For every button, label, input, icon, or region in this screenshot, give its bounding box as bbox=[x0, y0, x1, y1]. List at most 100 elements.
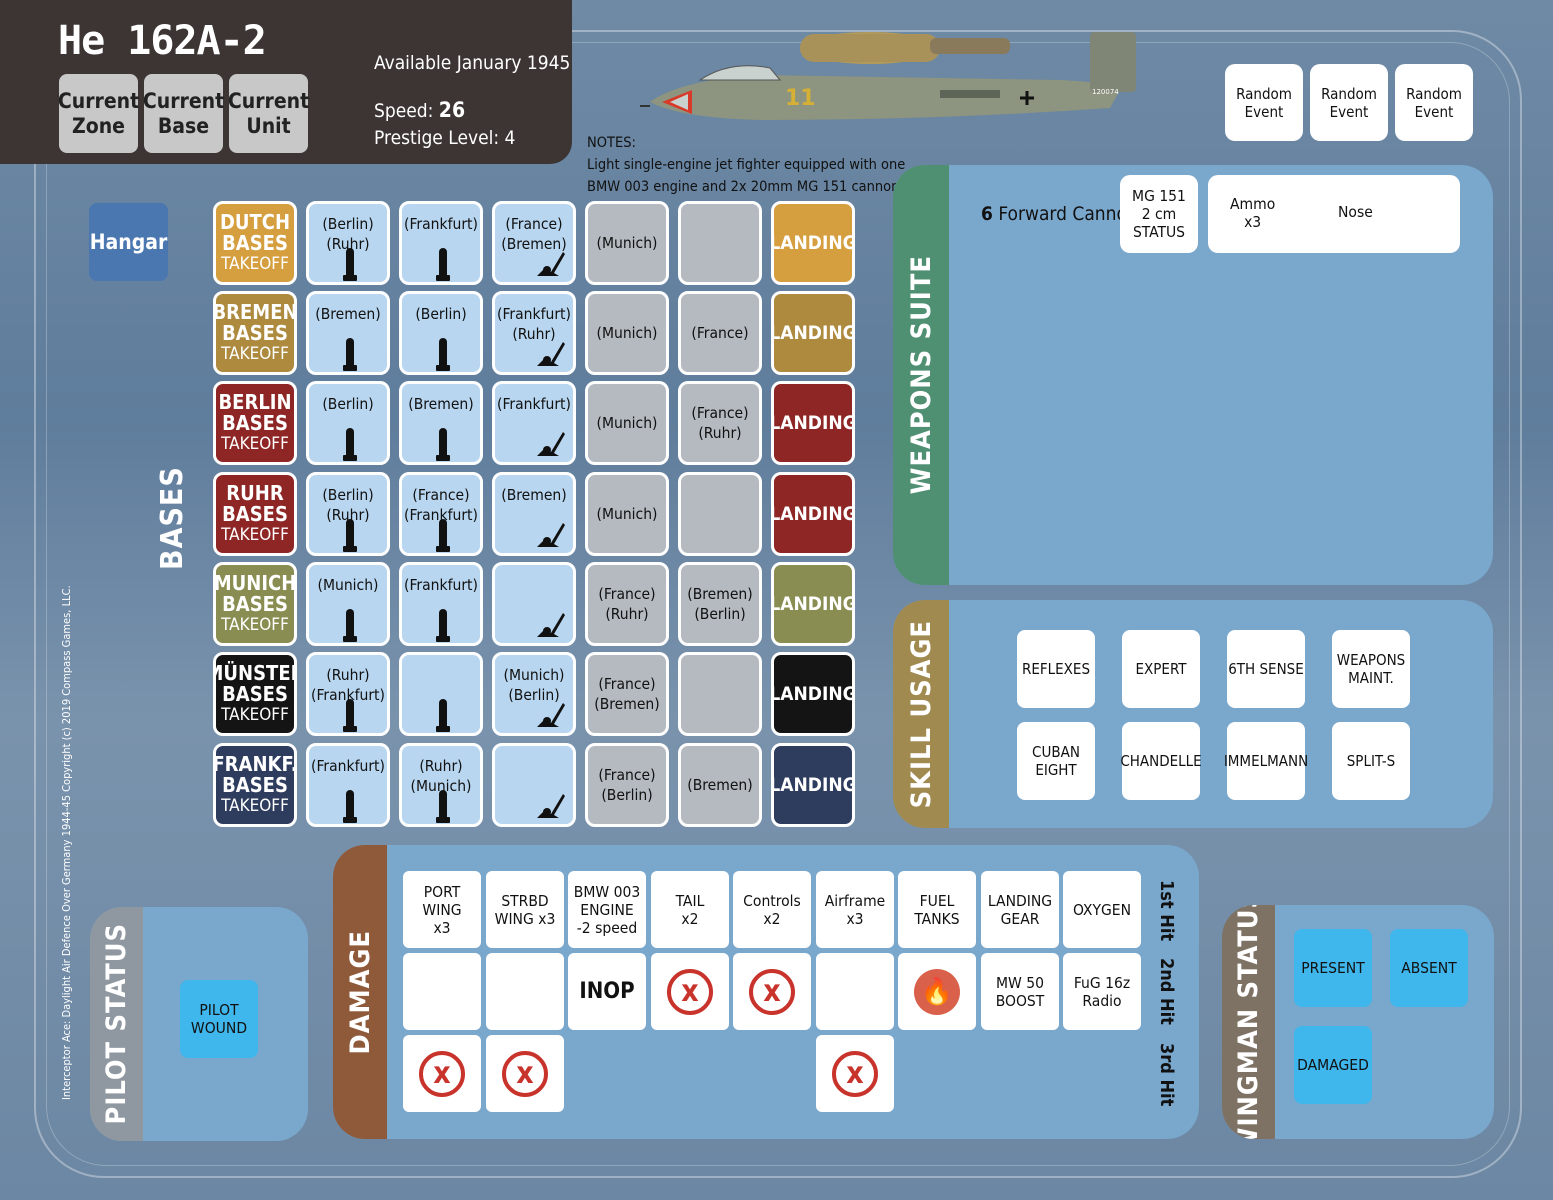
zone-cell[interactable]: (Frankfurt) bbox=[399, 562, 483, 646]
zone-cell[interactable]: (Berlin) bbox=[399, 291, 483, 375]
zone-cell[interactable]: (Berlin) (Ruhr) bbox=[306, 472, 390, 556]
ammo-box[interactable]: Ammo x3 Nose bbox=[1208, 175, 1460, 253]
zone-cell[interactable]: (France) (Ruhr) bbox=[678, 381, 762, 465]
skill-chandelle[interactable]: CHANDELLE bbox=[1120, 722, 1202, 800]
bases-label: BASES bbox=[155, 466, 190, 570]
zone-cell[interactable]: (France) bbox=[678, 291, 762, 375]
zone-cell[interactable]: (Frankfurt) (Ruhr) bbox=[492, 291, 576, 375]
zone-cell[interactable]: (Frankfurt) bbox=[492, 381, 576, 465]
skill-reflexes[interactable]: REFLEXES bbox=[1017, 630, 1095, 708]
fuel-tanks-hit-2[interactable]: 🔥 bbox=[898, 953, 976, 1030]
damage-airframe-header: Airframe x3 bbox=[816, 871, 894, 948]
random-event-box-1[interactable]: Random Event bbox=[1225, 64, 1303, 141]
skill-weapons-maint[interactable]: WEAPONS MAINT. bbox=[1332, 630, 1410, 708]
zone-cell[interactable]: (Bremen) bbox=[306, 291, 390, 375]
skill-split-s[interactable]: SPLIT-S bbox=[1332, 722, 1410, 800]
zone-cell[interactable]: (Bremen) (Berlin) bbox=[678, 562, 762, 646]
zone-cell[interactable]: (France) (Berlin) bbox=[585, 743, 669, 827]
zone-cell[interactable]: (Munich) bbox=[585, 201, 669, 285]
zone-cell[interactable]: (Munich) bbox=[585, 291, 669, 375]
port-wing-hit-3[interactable]: x bbox=[403, 1035, 481, 1112]
mg151-status-box[interactable]: MG 151 2 cm STATUS bbox=[1120, 175, 1198, 253]
zone-cell[interactable]: (Bremen) bbox=[492, 472, 576, 556]
takeoff-label: TAKEOFF bbox=[221, 524, 289, 545]
zone-cell[interactable]: (Frankfurt) bbox=[306, 743, 390, 827]
zone-cell[interactable] bbox=[678, 472, 762, 556]
hangar-box[interactable]: Hangar bbox=[89, 203, 168, 281]
zone-cell[interactable]: (France) (Bremen) bbox=[585, 652, 669, 736]
mw50-boost-box[interactable]: MW 50 BOOST bbox=[981, 953, 1059, 1030]
zone-cell[interactable] bbox=[492, 562, 576, 646]
landing-cell[interactable]: LANDING bbox=[771, 201, 855, 285]
hit-x-icon: x bbox=[502, 1050, 548, 1097]
airframe-hit-2[interactable] bbox=[816, 953, 894, 1030]
zone-cell[interactable] bbox=[678, 652, 762, 736]
zone-cell[interactable]: (Frankfurt) bbox=[399, 201, 483, 285]
zone-cell[interactable]: (Munich) bbox=[306, 562, 390, 646]
controls-hit-2[interactable]: x bbox=[733, 953, 811, 1030]
aircraft-number: 11 bbox=[785, 86, 816, 111]
zone-cell[interactable]: (Berlin) (Ruhr) bbox=[306, 201, 390, 285]
landing-cell[interactable]: LANDING bbox=[771, 291, 855, 375]
zone-cell[interactable]: (Bremen) bbox=[678, 743, 762, 827]
zone-cell-label: (Berlin) (Ruhr) bbox=[322, 215, 374, 253]
zone-cell[interactable]: (Munich) bbox=[585, 381, 669, 465]
random-event-box-3[interactable]: Random Event bbox=[1395, 64, 1473, 141]
strbd-wing-hit-3[interactable]: x bbox=[486, 1035, 564, 1112]
damage-port-wing-header: PORT WING x3 bbox=[403, 871, 481, 948]
bomb-icon bbox=[436, 519, 450, 552]
current-base-box[interactable]: Current Base bbox=[143, 74, 224, 153]
zone-cell[interactable]: (Ruhr) (Munich) bbox=[399, 743, 483, 827]
skill-immelmann[interactable]: IMMELMANN bbox=[1224, 722, 1308, 800]
zone-cell[interactable] bbox=[678, 201, 762, 285]
wingman-damaged-box[interactable]: DAMAGED bbox=[1294, 1026, 1372, 1104]
bomb-icon bbox=[436, 248, 450, 281]
landing-cell[interactable]: LANDING bbox=[771, 472, 855, 556]
zone-cell[interactable]: (Ruhr) (Frankfurt) bbox=[306, 652, 390, 736]
aircraft-title: He 162A-2 bbox=[58, 18, 267, 64]
port-wing-hit-2[interactable] bbox=[403, 953, 481, 1030]
fug-radio-box[interactable]: FuG 16z Radio bbox=[1063, 953, 1141, 1030]
landing-cell[interactable]: LANDING bbox=[771, 562, 855, 646]
landing-cell[interactable]: LANDING bbox=[771, 652, 855, 736]
skill-usage-panel: SKILL USAGE REFLEXES EXPERT 6TH SENSE WE… bbox=[893, 600, 1493, 828]
zone-cell[interactable]: (Munich) (Berlin) bbox=[492, 652, 576, 736]
wingman-absent-box[interactable]: ABSENT bbox=[1390, 929, 1468, 1007]
zone-cell-label: (Munich) bbox=[317, 576, 379, 594]
zone-cell-label: (Frankfurt) bbox=[497, 395, 571, 413]
landing-cell[interactable]: LANDING bbox=[771, 381, 855, 465]
zone-cell[interactable]: (France) (Ruhr) bbox=[585, 562, 669, 646]
zone-cell[interactable]: (Munich) bbox=[585, 472, 669, 556]
zone-cell[interactable]: (France) (Bremen) bbox=[492, 201, 576, 285]
zone-cell[interactable]: (Bremen) bbox=[399, 381, 483, 465]
current-unit-box[interactable]: Current Unit bbox=[228, 74, 309, 153]
zone-cell[interactable]: (France) (Frankfurt) bbox=[399, 472, 483, 556]
hit-x-icon: x bbox=[832, 1050, 878, 1097]
random-event-box-2[interactable]: Random Event bbox=[1310, 64, 1388, 141]
zone-cell[interactable] bbox=[492, 743, 576, 827]
zone-cell[interactable] bbox=[399, 652, 483, 736]
zone-cell-label: (France) (Berlin) bbox=[598, 766, 656, 804]
base-name: MUNICH BASES bbox=[213, 570, 297, 616]
pilot-wound-box[interactable]: PILOT WOUND bbox=[180, 980, 258, 1058]
skill-cuban-eight[interactable]: CUBAN EIGHT bbox=[1017, 722, 1095, 800]
strbd-wing-hit-2[interactable] bbox=[486, 953, 564, 1030]
tail-hit-2[interactable]: x bbox=[651, 953, 729, 1030]
airframe-hit-3[interactable]: x bbox=[816, 1035, 894, 1112]
header-panel: He 162A-2 Current Zone Current Base Curr… bbox=[0, 0, 572, 164]
current-zone-box[interactable]: Current Zone bbox=[58, 74, 139, 153]
zone-cell[interactable]: (Berlin) bbox=[306, 381, 390, 465]
skill-sixth-sense[interactable]: 6TH SENSE bbox=[1227, 630, 1305, 708]
skill-expert[interactable]: EXPERT bbox=[1122, 630, 1200, 708]
wingman-present-box[interactable]: PRESENT bbox=[1294, 929, 1372, 1007]
zone-cell-label: (Frankfurt) bbox=[311, 757, 385, 775]
landing-cell[interactable]: LANDING bbox=[771, 743, 855, 827]
engine-inop-box[interactable]: INOP bbox=[568, 953, 646, 1030]
